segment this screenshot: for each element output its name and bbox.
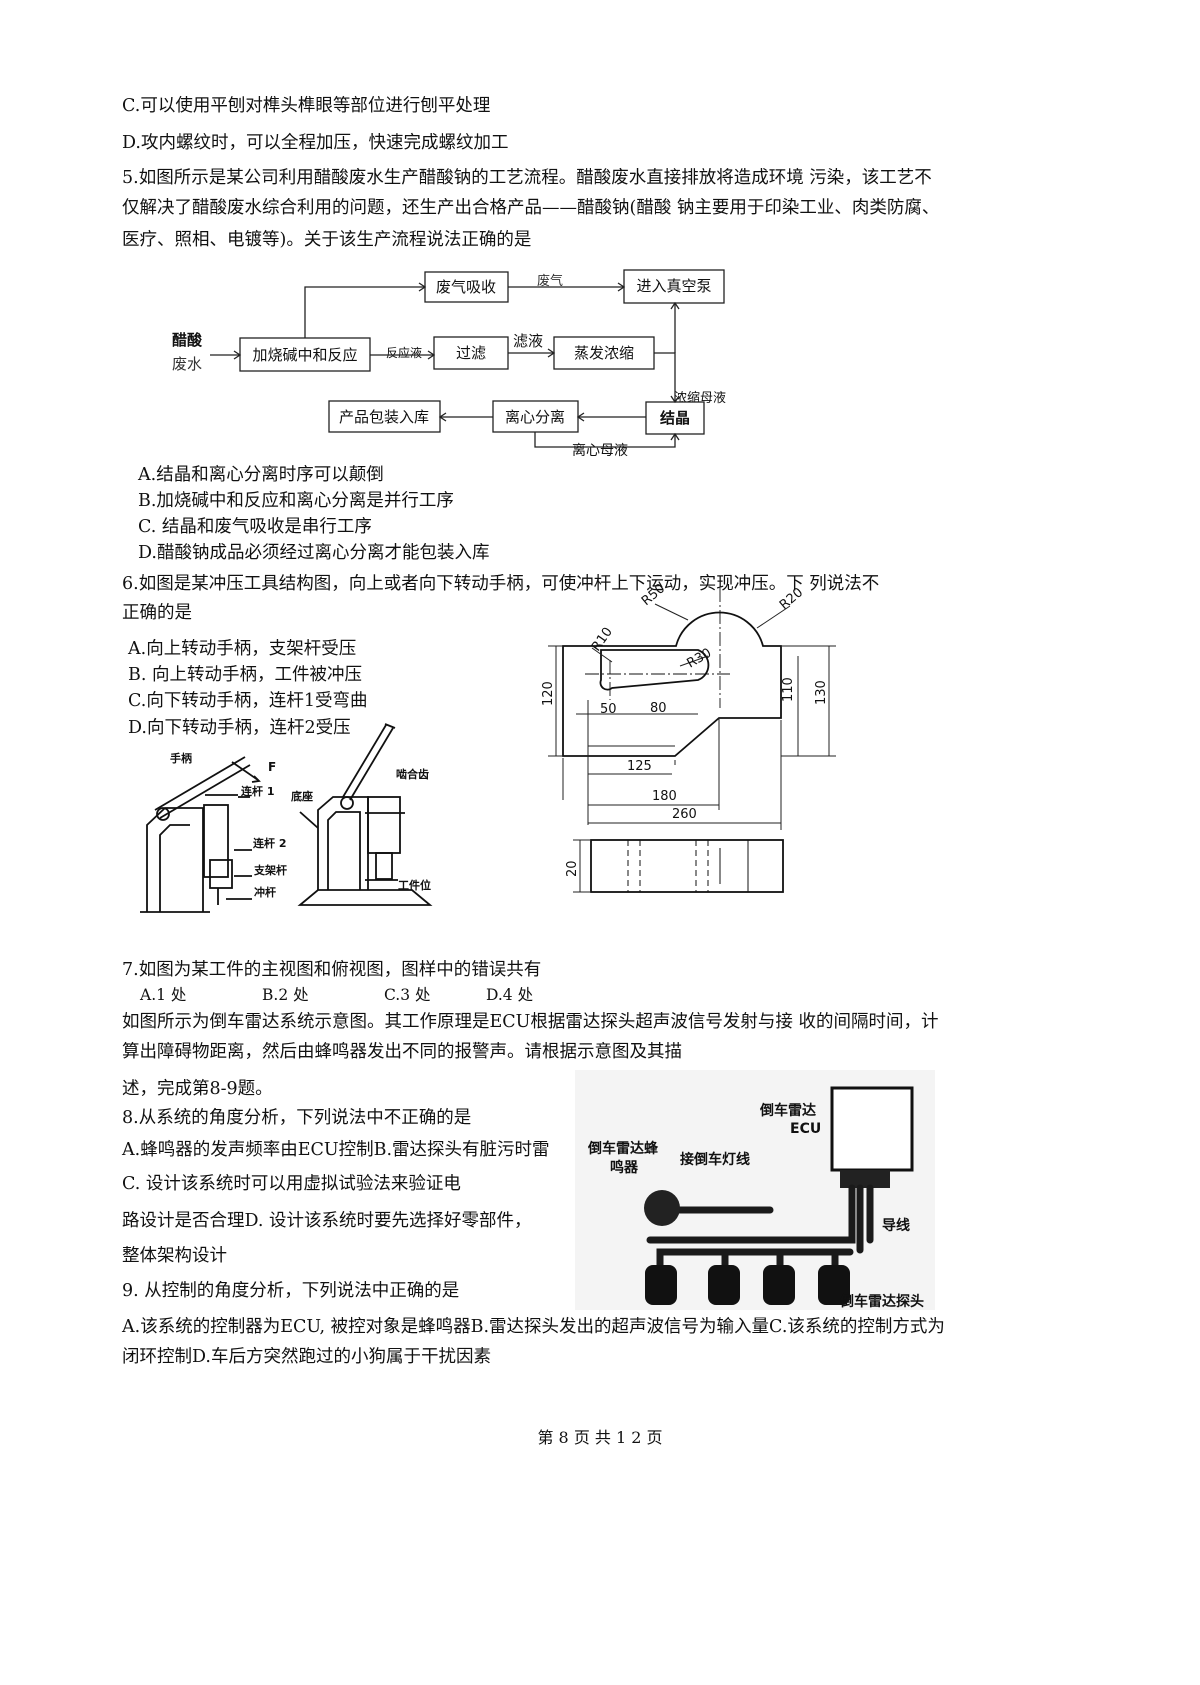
flow-input-top: 醋酸	[172, 331, 203, 349]
flow-gas-label: 废气	[537, 273, 563, 289]
dim-50: 50	[600, 702, 617, 717]
q5-stem-line-3: 医疗、照相、电镀等)。关于该生产流程说法正确的是	[122, 230, 532, 250]
flow-neutralize: 加烧碱中和反应	[252, 346, 357, 364]
dim-20: 20	[565, 860, 580, 877]
flow-input-bottom: 废水	[172, 355, 202, 373]
q5-option-d: D.醋酸钠成品必须经过离心分离才能包装入库	[138, 543, 490, 563]
q6-option-d: D.向下转动手柄，连杆2受压	[128, 718, 351, 738]
flow-cent-mother-label: 离心母液	[572, 442, 628, 459]
q5-stem-line-1: 5.如图所示是某公司利用醋酸废水生产醋酸钠的工艺流程。醋酸废水直接排放将造成环境…	[122, 168, 932, 188]
q7-option-b: B.2 处	[262, 986, 309, 1004]
q9-options-line-1: A.该系统的控制器为ECU, 被控对象是蜂鸣器B.雷达探头发出的超声波信号为输入…	[122, 1317, 945, 1337]
dim-r10: R10	[589, 625, 616, 655]
q4-option-d: D.攻内螺纹时，可以全程加压，快速完成螺纹加工	[122, 133, 509, 153]
q5-stem-line-2: 仅解决了醋酸废水综合利用的问题，还生产出合格产品——醋酸钠(醋酸 钠主要用于印染…	[122, 198, 940, 218]
radar-probe-label: 倒车雷达探头	[839, 1293, 924, 1310]
radar-ecu-label: 倒车雷达	[759, 1102, 816, 1119]
q8-stem: 8.从系统的角度分析，下列说法中不正确的是	[122, 1108, 472, 1128]
press-gear-label: 啮合齿	[396, 767, 429, 781]
page-footer: 第 8 页 共 1 2 页	[537, 1428, 663, 1447]
q8-options-ab: A.蜂鸣器的发声频率由ECU控制B.雷达探头有脏污时雷	[122, 1140, 550, 1160]
press-workpos-label: 工件位	[398, 878, 431, 892]
press-link2-label: 连杆 2	[253, 836, 286, 850]
q5-option-b: B.加烧碱中和反应和离心分离是并行工序	[138, 491, 454, 511]
svg-text:ECU: ECU	[790, 1121, 821, 1137]
dim-130: 130	[814, 680, 829, 705]
q7-option-d: D.4 处	[486, 986, 534, 1004]
flow-filtrate-label: 滤液	[513, 332, 543, 350]
q89-intro-line-1: 如图所示为倒车雷达系统示意图。其工作原理是ECU根据雷达探头超声波信号发射与接 …	[122, 1012, 939, 1032]
q6-option-a: A.向上转动手柄，支架杆受压	[128, 639, 357, 659]
press-force-label: F	[268, 760, 276, 774]
dim-110: 110	[781, 677, 796, 702]
q8-option-c-line-1: C. 设计该系统时可以用虚拟试验法来验证电	[122, 1174, 461, 1194]
dim-r30: R30	[685, 646, 715, 672]
q5-option-a: A.结晶和离心分离时序可以颠倒	[138, 465, 384, 485]
press-handle-label: 手柄	[170, 751, 192, 765]
q89-intro-line-3: 述，完成第8-9题。	[122, 1079, 273, 1099]
dim-260: 260	[672, 807, 697, 822]
dim-80: 80	[650, 701, 667, 716]
radar-buzzer-label: 倒车雷达蜂	[587, 1140, 659, 1157]
press-punch-label: 冲杆	[254, 885, 276, 899]
q8-option-c-line-2: 路设计是否合理D. 设计该系统时要先选择好零部件，	[122, 1211, 532, 1231]
flow-filter: 过滤	[456, 344, 486, 362]
press-base-label: 底座	[291, 789, 313, 803]
q7-stem: 7.如图为某工件的主视图和俯视图，图样中的错误共有	[122, 960, 542, 980]
flow-mother-label: 浓缩母液	[674, 390, 726, 406]
flow-vacuum: 进入真空泵	[636, 277, 711, 295]
q9-options-line-2: 闭环控制D.车后方突然跑过的小狗属于干扰因素	[122, 1347, 491, 1367]
q6-stem-line-1: 6.如图是某冲压工具结构图，向上或者向下转动手柄，可使冲杆上下运动，实现冲压。下…	[122, 574, 880, 594]
flow-slurry-label: 反应液	[386, 345, 422, 360]
q89-intro-line-2: 算出障碍物距离，然后由蜂鸣器发出不同的报警声。请根据示意图及其描	[122, 1042, 682, 1062]
radar-wire-label: 导线	[882, 1217, 910, 1234]
flow-evaporate: 蒸发浓缩	[574, 344, 634, 362]
flow-centrifuge: 离心分离	[505, 408, 565, 426]
q7-option-c: C.3 处	[384, 986, 431, 1004]
press-link1-label: 连杆 1	[241, 784, 274, 798]
q4-option-c: C.可以使用平刨对榫头榫眼等部位进行刨平处理	[122, 96, 491, 116]
svg-text:鸣器: 鸣器	[610, 1159, 639, 1176]
q6-option-c: C.向下转动手柄，连杆1受弯曲	[128, 691, 368, 711]
flow-crystal: 结晶	[660, 409, 690, 427]
q9-stem: 9. 从控制的角度分析，下列说法中正确的是	[122, 1281, 460, 1301]
press-support-label: 支架杆	[253, 863, 287, 877]
q6-stem-line-2: 正确的是	[122, 603, 192, 623]
dim-125: 125	[627, 759, 652, 774]
dim-120: 120	[541, 681, 556, 706]
radar-reverse-light-label: 接倒车灯线	[680, 1151, 750, 1168]
flow-gas-absorb: 废气吸收	[436, 278, 496, 296]
q5-option-c: C. 结晶和废气吸收是串行工序	[138, 517, 372, 537]
dim-180: 180	[652, 789, 677, 804]
q7-option-a: A.1 处	[140, 986, 187, 1004]
q6-option-b: B. 向上转动手柄，工件被冲压	[128, 665, 362, 685]
q8-option-c-line-3: 整体架构设计	[122, 1246, 227, 1266]
flow-package: 产品包装入库	[339, 408, 429, 426]
